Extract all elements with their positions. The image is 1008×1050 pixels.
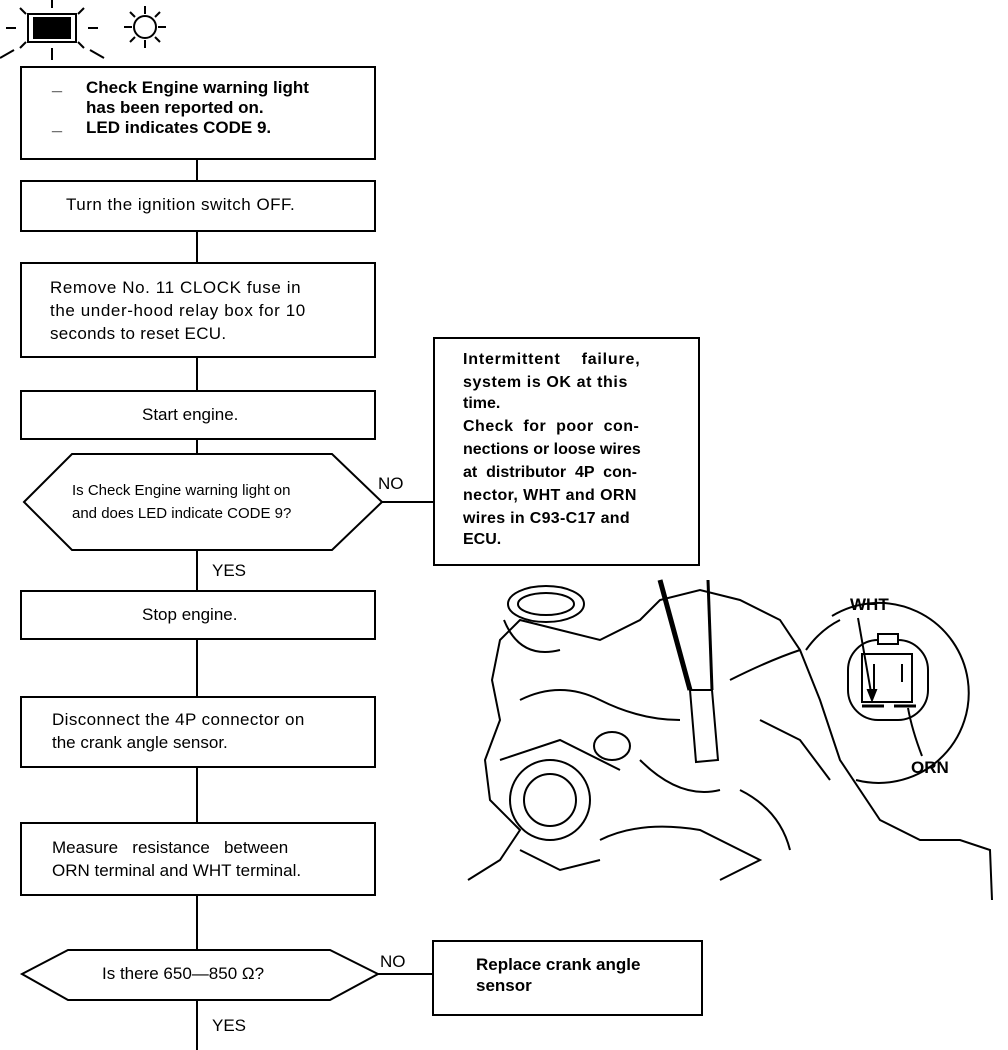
connector-6: [196, 640, 198, 696]
ignition-off-text: Turn the ignition switch OFF.: [66, 195, 296, 214]
measure-box: Measure resistance between ORN terminal …: [20, 822, 376, 896]
decision-1-line-1: Is Check Engine warning light on: [72, 482, 291, 499]
intermittent-line-5: nections or loose wires: [463, 441, 641, 458]
report-line-1: Check Engine warning light: [86, 78, 309, 97]
remove-fuse-line-3: seconds to reset ECU.: [50, 324, 227, 343]
connector-8: [196, 896, 198, 950]
replace-box: Replace crank angle sensor: [432, 940, 703, 1016]
connector-1: [196, 158, 198, 182]
ignition-off-box: Turn the ignition switch OFF.: [20, 180, 376, 232]
stop-engine-box: Stop engine.: [20, 590, 376, 640]
remove-fuse-line-1: Remove No. 11 CLOCK fuse in: [50, 278, 302, 297]
intermittent-line-8: wires in C93-C17 and: [463, 510, 630, 527]
report-line-3: LED indicates CODE 9.: [86, 118, 272, 137]
start-engine-text: Start engine.: [142, 405, 239, 424]
replace-line-1: Replace crank angle: [476, 955, 641, 974]
intermittent-box: Intermittent failure, system is OK at th…: [433, 337, 700, 566]
decision-1-line-2: and does LED indicate CODE 9?: [72, 505, 292, 522]
decision-2-yes-label: YES: [212, 1016, 247, 1035]
connector-3: [196, 358, 198, 390]
wht-label: WHT: [850, 595, 889, 614]
intermittent-line-2: system is OK at this: [463, 374, 628, 391]
connector-9: [196, 1000, 198, 1050]
connector-detail: [805, 601, 970, 784]
report-dash-2: _: [52, 114, 63, 134]
engine-illustration: [467, 579, 993, 901]
decision-1-shape: [22, 453, 384, 551]
code-badge-icon: [124, 6, 166, 48]
decision-2-text: Is there 650—850 Ω?: [102, 964, 265, 983]
decision-1-no-label: NO: [378, 474, 404, 493]
measure-line-2: ORN terminal and WHT terminal.: [52, 861, 302, 880]
report-line-2: has been reported on.: [86, 98, 264, 117]
disconnect-line-2: the crank angle sensor.: [52, 733, 228, 752]
decision-1-yes-label: YES: [212, 561, 247, 580]
connector-2: [196, 232, 198, 262]
decision-2-no-label: NO: [380, 952, 406, 971]
disconnect-box: Disconnect the 4P connector on the crank…: [20, 696, 376, 768]
remove-fuse-box: Remove No. 11 CLOCK fuse in the under-ho…: [20, 262, 376, 358]
orn-label: ORN: [911, 758, 949, 777]
intermittent-line-1: Intermittent failure,: [463, 351, 641, 368]
report-box: _ Check Engine warning light has been re…: [20, 66, 376, 160]
intermittent-line-4: Check for poor con-: [463, 418, 640, 435]
check-engine-icon: [0, 0, 105, 60]
measure-line-1: Measure resistance between: [52, 838, 289, 857]
replace-line-2: sensor: [476, 976, 532, 995]
intermittent-line-6: at distributor 4P con-: [463, 464, 637, 481]
report-dash-1: _: [52, 74, 63, 94]
connector-4: [196, 440, 198, 454]
intermittent-line-7: nector, WHT and ORN: [463, 487, 637, 504]
connector-7: [196, 768, 198, 822]
disconnect-line-1: Disconnect the 4P connector on: [52, 710, 305, 729]
start-engine-box: Start engine.: [20, 390, 376, 440]
stop-engine-text: Stop engine.: [142, 605, 238, 624]
intermittent-line-3: time.: [463, 395, 501, 412]
remove-fuse-line-2: the under-hood relay box for 10: [50, 301, 306, 320]
connector-5: [196, 550, 198, 590]
intermittent-line-9: ECU.: [463, 531, 502, 548]
